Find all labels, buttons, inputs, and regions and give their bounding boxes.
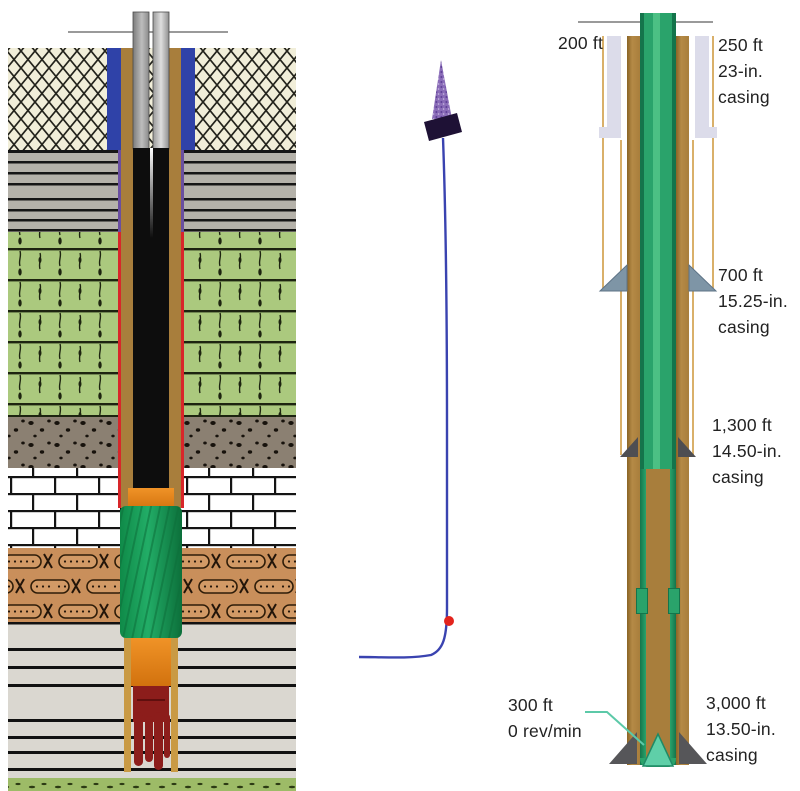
conductor-casing-right <box>181 48 195 150</box>
crossover-sub-orange <box>128 488 174 510</box>
casing-size: 14.50-in. <box>712 441 782 461</box>
casing-word: casing <box>718 317 770 337</box>
casing-23in-left <box>607 36 621 128</box>
wellbore-assembly <box>68 11 228 772</box>
label-casing-700ft: 700 ft 15.25-in. casing <box>718 262 788 340</box>
cement-line-red-left <box>118 232 121 508</box>
mud-motor-green <box>120 506 182 638</box>
wellbore-cross-section <box>8 11 296 791</box>
lower-string-brown <box>646 469 670 761</box>
conductor-casing-left <box>107 48 121 150</box>
casing-shoe-700ft-left <box>598 263 628 292</box>
label-surface-depth: 200 ft <box>558 33 603 53</box>
casing-depth: 1,300 ft <box>712 415 772 435</box>
trajectory-path <box>358 137 449 659</box>
bit-sub-orange <box>131 638 171 686</box>
cement-line-purple-left <box>118 150 121 232</box>
casing-depth: 700 ft <box>718 265 763 285</box>
cement-line-red-right <box>181 232 184 508</box>
casing-depth: 3,000 ft <box>706 693 766 713</box>
open-hole-wall-left <box>124 508 131 772</box>
lower-string-wall-left <box>640 469 646 765</box>
derrick-icon <box>432 60 452 119</box>
surface-casing-left <box>121 48 133 508</box>
kelly-pipe-left <box>132 11 150 150</box>
hole-wall-15in-left <box>620 140 622 455</box>
casing-word: casing <box>706 745 758 765</box>
label-bit-status: 300 ft 0 rev/min <box>508 692 582 744</box>
casing-word: casing <box>712 467 764 487</box>
bit-rotation: 0 rev/min <box>508 721 582 741</box>
kelly-pipe-right <box>152 11 170 150</box>
hole-wall-15in-right <box>692 140 694 455</box>
cement-line-purple-right <box>181 150 184 232</box>
casing-size: 13.50-in. <box>706 719 776 739</box>
lower-string-wall-right <box>670 469 676 765</box>
casing-size: 15.25-in. <box>718 291 788 311</box>
casing-size: 23-in. <box>718 61 763 81</box>
open-hole-wall-right <box>171 508 178 772</box>
casing-depth: 250 ft <box>718 35 763 55</box>
layer-netting <box>8 48 296 150</box>
drill-string-green <box>640 13 676 469</box>
casing-23in-foot-left <box>599 127 621 138</box>
hole-wall-23in-right <box>712 36 714 288</box>
label-casing-250ft: 250 ft 23-in. casing <box>718 32 770 110</box>
label-casing-1300ft: 1,300 ft 14.50-in. casing <box>712 412 782 490</box>
drill-pipe-highlight <box>150 148 153 238</box>
casing-word: casing <box>718 87 770 107</box>
well-trajectory-plot <box>358 60 462 659</box>
string-bottom-cap <box>640 758 676 767</box>
label-casing-3000ft: 3,000 ft 13.50-in. casing <box>706 690 776 768</box>
casing-string-right <box>676 36 689 765</box>
surface-casing-right <box>169 48 181 508</box>
stabilizer-collar-right <box>668 588 680 614</box>
hole-wall-23in-left <box>602 36 604 288</box>
bit-depth: 300 ft <box>508 695 553 715</box>
derrick-base <box>424 113 462 141</box>
drill-bit-red <box>133 686 170 770</box>
stabilizer-collar-left <box>636 588 648 614</box>
layer-bottom-green <box>8 778 296 791</box>
casing-23in-right <box>695 36 709 128</box>
casing-23in-foot-right <box>695 127 717 138</box>
casing-string-left <box>627 36 640 765</box>
bit-position-dot <box>444 616 454 626</box>
